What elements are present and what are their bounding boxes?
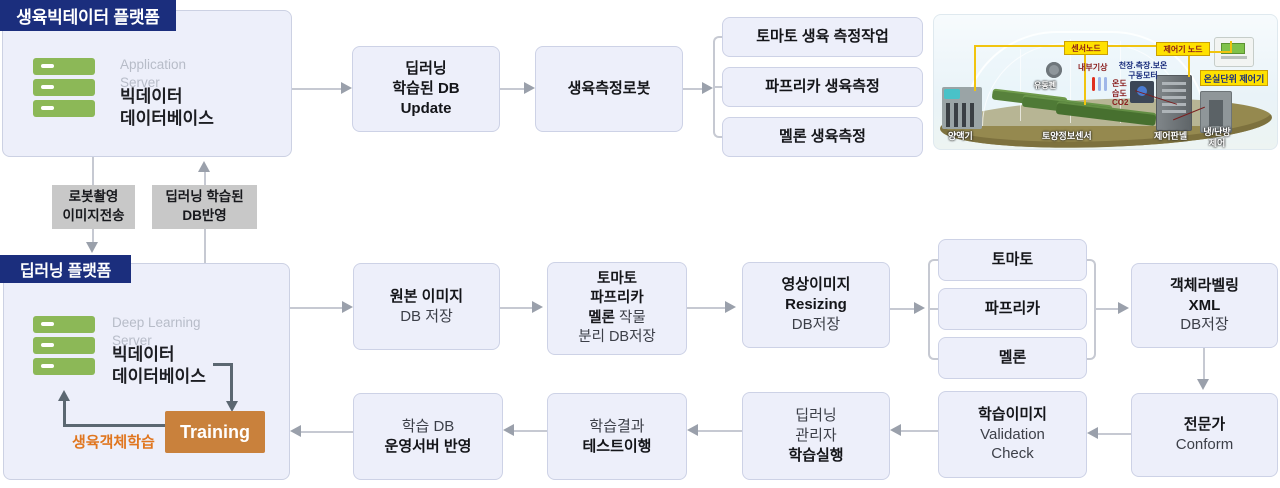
deep-learning-server-icon	[33, 316, 95, 379]
arrow-into-deep-platform	[290, 425, 301, 437]
connector-robot-to-branches	[683, 88, 703, 90]
connector-original-to-separate	[500, 307, 532, 309]
node-test-result: 학습결과 테스트이행	[547, 393, 687, 480]
deep-bigdata-database-label: 빅데이터 데이터베이스	[112, 345, 206, 387]
controller-node-label: 제어기 노드	[1156, 42, 1210, 56]
connector-platform-to-update	[292, 88, 342, 90]
branch-bracket-mid-stub	[713, 86, 722, 88]
arrow-to-robot	[524, 82, 535, 94]
node-object-labeling: 객체라벨링 XML DB저장	[1131, 263, 1278, 348]
node-db-update: 딥러닝 학습된 DB Update	[352, 46, 500, 132]
thermometer-icon	[1098, 77, 1101, 91]
greenhouse-rib	[1020, 49, 1021, 121]
control-panel-cabinet	[1156, 75, 1192, 131]
circulation-fan	[1046, 62, 1062, 78]
bigdata-database-label: 빅데이터 데이터베이스	[120, 87, 214, 129]
crops-bracket-right	[1087, 259, 1096, 360]
connector-crops-to-labeling	[1096, 308, 1118, 310]
training-box: Training	[165, 411, 265, 453]
node-original-image: 원본 이미지 DB 저장	[353, 263, 500, 350]
connector-resizing-to-crops	[890, 308, 915, 310]
node-deploy-db: 학습 DB 운영서버 반영	[353, 393, 503, 480]
arrow-to-crops	[914, 302, 925, 314]
thermometer-icon	[1104, 77, 1107, 91]
arrow-up-to-bigdata-platform	[198, 161, 210, 172]
node-crop-melon: 멜론	[938, 337, 1087, 379]
training-return-line	[63, 401, 66, 426]
arrow-down-to-deep-platform	[86, 242, 98, 253]
node-crop-paprika: 파프리카	[938, 288, 1087, 330]
application-server-icon	[33, 58, 95, 121]
arrow-to-validation	[1087, 427, 1098, 439]
node-resizing: 영상이미지 Resizing DB저장	[742, 262, 890, 348]
motor-label: 천장.측장.보온 구동모터	[1118, 61, 1168, 80]
arrow-to-test	[687, 424, 698, 436]
db-feedback-label: 딥러닝 학습된 DB반영	[152, 185, 257, 229]
soil-sensor-label: 토양정보센서	[1042, 131, 1092, 141]
application-server-label: Application Server	[120, 56, 186, 92]
deep-learning-server-label: Deep Learning Server	[112, 315, 201, 349]
robot-upload-label: 로봇촬영 이미지전송	[52, 185, 135, 229]
node-crop-separate: 토마토 파프리카 멜론 작물 분리 DB저장	[547, 262, 687, 355]
greenhouse-illustration: 센서노드 제어기 노드 온실단위 제어기 내부기상 천장.측장.보온 구동모터 …	[933, 14, 1278, 150]
nutrient-label: 양액기	[948, 131, 973, 141]
node-paprika-measure: 파프리카 생육측정	[722, 67, 923, 107]
sensor-network-line	[1084, 47, 1086, 105]
connector-test-to-deploy	[514, 430, 547, 432]
deep-learning-platform-badge: 딥러닝 플랫폼	[0, 255, 131, 283]
arrow-to-original	[342, 301, 353, 313]
training-loop-line	[213, 363, 233, 366]
arrow-to-training	[226, 401, 238, 412]
connector-update-to-robot	[500, 88, 526, 90]
arrow-to-conform	[1197, 379, 1209, 390]
crops-bracket-mid-stub	[928, 308, 938, 310]
env-metrics-label: 온도 습도 CO2	[1112, 79, 1129, 108]
connector-deploy-to-platform	[301, 431, 353, 433]
node-crop-tomato: 토마토	[938, 239, 1087, 281]
node-melon-measure: 멜론 생육측정	[722, 117, 923, 157]
sensor-network-line	[1188, 45, 1190, 77]
hvac-unit	[1200, 91, 1232, 133]
arrow-to-db-update	[341, 82, 352, 94]
sensor-node-label: 센서노드	[1064, 41, 1108, 55]
indoor-weather-label: 내부기상	[1078, 63, 1108, 72]
connector-validation-to-run	[901, 430, 938, 432]
nutrient-machine	[942, 87, 982, 129]
sensor-network-line	[974, 45, 976, 91]
arrow-to-separate	[532, 301, 543, 313]
node-training-run: 딥러닝 관리자 학습실행	[742, 392, 890, 480]
connector-separate-to-resizing	[687, 307, 725, 309]
node-growth-robot: 생육측정로봇	[535, 46, 683, 132]
training-return-line	[63, 424, 165, 427]
arrow-to-deploy	[503, 424, 514, 436]
arrow-to-training-run	[890, 424, 901, 436]
connector-run-to-test	[698, 430, 742, 432]
connector-labeling-to-conform	[1203, 348, 1205, 380]
connector-platform-to-original	[290, 307, 343, 309]
bigdata-platform-badge: 생육빅테이터 플랫폼	[0, 0, 176, 31]
node-validation-check: 학습이미지 Validation Check	[938, 391, 1087, 478]
application-server-label-line2: Server	[120, 75, 160, 91]
arrow-to-labeling	[1118, 302, 1129, 314]
hvac-label: 냉/난방 제어	[1203, 127, 1231, 148]
growth-object-learning-caption: 생육객체학습	[72, 434, 155, 451]
arrow-to-resizing	[725, 301, 736, 313]
arrow-training-to-server	[58, 390, 70, 401]
controller-network-line	[1230, 41, 1232, 53]
node-tomato-measure: 토마토 생육 측정작업	[722, 17, 923, 57]
training-loop-line	[230, 363, 233, 402]
thermometer-icon	[1092, 77, 1095, 91]
controller-network-line	[1188, 51, 1232, 53]
node-expert-conform: 전문가 Conform	[1131, 393, 1278, 477]
fan-label: 유동펜	[1034, 81, 1057, 90]
control-panel-label: 제어판넬	[1154, 131, 1188, 141]
application-server-label-line1: Application	[120, 57, 187, 72]
greenhouse-rib	[1120, 41, 1121, 123]
connector-conform-to-validation	[1098, 433, 1131, 435]
greenhouse-rib	[1070, 39, 1071, 123]
arrow-to-branches	[702, 82, 713, 94]
unit-controller-label: 온실단위 제어기	[1200, 70, 1268, 86]
